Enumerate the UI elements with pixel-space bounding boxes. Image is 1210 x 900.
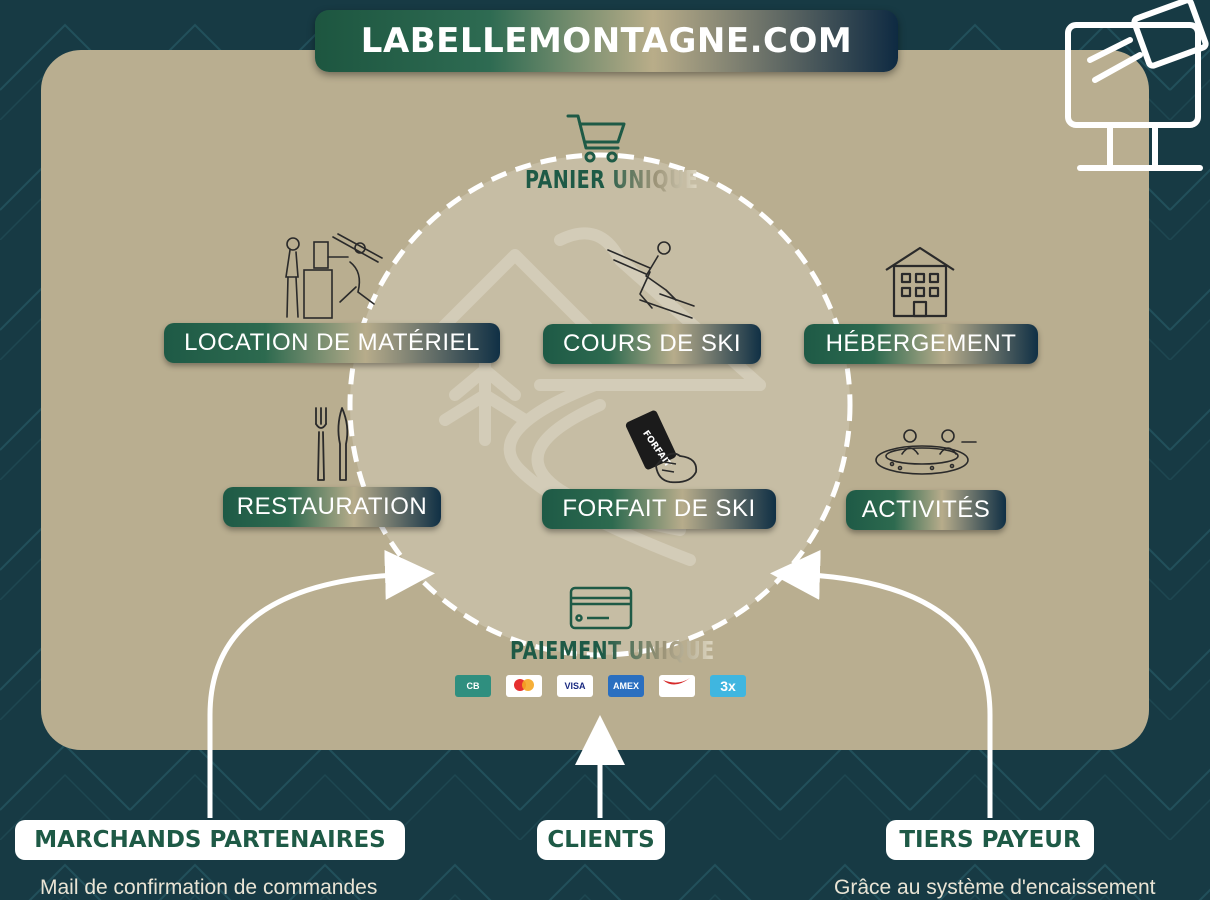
- payment-amex-logo: AMEX: [608, 675, 644, 697]
- arrow-merchants: [207, 549, 435, 818]
- payment-ancv-logo: [659, 675, 695, 697]
- building-icon: [885, 246, 955, 318]
- site-title: LABELLEMONTAGNE.COM: [315, 10, 898, 72]
- skier-icon: [607, 241, 695, 319]
- fork-knife-icon: [315, 407, 349, 481]
- actor-marchands-partenaires: MARCHANDS PARTENAIRES: [15, 820, 405, 860]
- payment-visa-logo: VISA: [557, 675, 593, 697]
- service-restauration: RESTAURATION: [223, 487, 441, 527]
- mastercard-circles-icon: [514, 679, 534, 691]
- hot-tub-icon: [875, 429, 977, 475]
- cart-label: PANIER UNIQUE: [525, 165, 699, 194]
- service-location-materiel: LOCATION DE MATÉRIEL: [164, 323, 500, 363]
- credit-card-icon: [569, 586, 633, 630]
- actor-clients: CLIENTS: [537, 820, 665, 860]
- payment-mastercard-logo: [506, 675, 542, 697]
- payment-3x-logo: 3x: [710, 675, 746, 697]
- computer-icon: [1065, 0, 1209, 171]
- ski-rental-shop-icon: [285, 233, 383, 319]
- actor-tiers-payeur: TIERS PAYEUR: [886, 820, 1094, 860]
- third-party-caption: Grâce au système d'encaissement: [834, 876, 1156, 899]
- shopping-cart-icon: [566, 114, 626, 163]
- service-forfait-de-ski: FORFAIT DE SKI: [542, 489, 776, 529]
- ski-pass-hand-icon: FORFAIT: [625, 410, 698, 484]
- merchants-caption: Mail de confirmation de commandes: [40, 876, 378, 899]
- ancv-swoosh-icon: [663, 678, 690, 685]
- arrow-third-party: [770, 549, 993, 818]
- service-cours-de-ski: COURS DE SKI: [543, 324, 761, 364]
- payment-label: PAIEMENT UNIQUE: [510, 636, 715, 665]
- service-activites: ACTIVITÉS: [846, 490, 1006, 530]
- service-hebergement: HÉBERGEMENT: [804, 324, 1038, 364]
- dashed-circle: [347, 152, 853, 658]
- payment-cb-logo: CB: [455, 675, 491, 697]
